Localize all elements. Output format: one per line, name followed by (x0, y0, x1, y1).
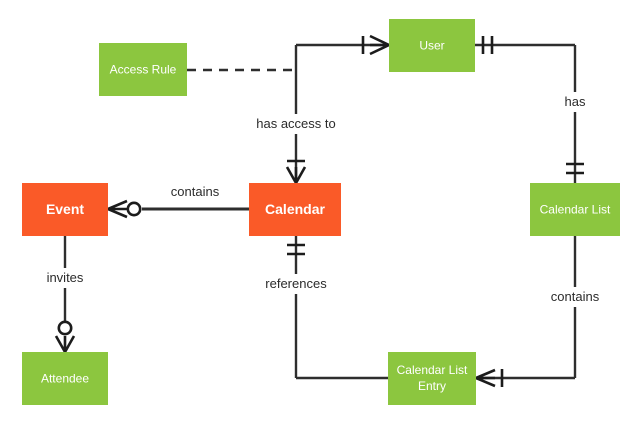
crowsfoot-attendee-top (54, 335, 76, 353)
label-bg-references (252, 274, 340, 294)
marker-calendar-bottom-exactly-one (287, 243, 305, 256)
entity-calendar[interactable]: Calendar (249, 183, 341, 236)
entity-event[interactable]: Event (22, 183, 108, 236)
marker-user-one-or-many (361, 34, 390, 56)
marker-calendar-top-one-or-many (285, 159, 307, 184)
entity-calendar-box[interactable] (249, 183, 341, 236)
entity-event-label: Event (46, 201, 84, 217)
entity-attendee-label: Attendee (41, 372, 89, 386)
connector-references (294, 236, 388, 380)
entity-calendar-list[interactable]: Calendar List (530, 183, 620, 236)
entity-event-box[interactable] (22, 183, 108, 236)
crowsfoot-cl-entry-right (475, 368, 496, 388)
entity-attendee-box[interactable] (22, 352, 108, 405)
entity-calendar-list-box[interactable] (530, 183, 620, 236)
marker-event-zero-or-many (107, 199, 142, 219)
label-bg-has (553, 92, 597, 112)
relationship-label-has: has (565, 94, 586, 109)
entity-access-rule[interactable]: Access Rule (99, 43, 187, 96)
entity-calendar-label: Calendar (265, 201, 325, 217)
marker-attendee-zero-or-many (54, 320, 76, 353)
entity-access-rule-box[interactable] (99, 43, 187, 96)
circle-attendee-zero (57, 320, 73, 336)
label-bg-contains-cle (539, 287, 611, 307)
label-bg-has-access-to (244, 114, 348, 134)
entity-calendar-list-entry-label-line1: Calendar List (397, 363, 468, 377)
crowsfoot-calendar-top (285, 166, 307, 184)
entity-user[interactable]: User (389, 19, 475, 72)
relationship-labels: has access to contains invites reference… (36, 92, 611, 307)
relationship-label-has-access-to: has access to (256, 116, 336, 131)
marker-cl-entry-many-to-one (475, 368, 504, 388)
label-bg-contains-cal (160, 182, 232, 202)
entity-user-label: User (419, 39, 444, 53)
entity-calendar-list-entry-label-line2: Entry (418, 379, 446, 393)
crowsfoot-event-right (107, 199, 128, 219)
entity-calendar-list-entry-box[interactable] (388, 352, 476, 405)
entity-calendar-list-label: Calendar List (540, 203, 611, 217)
entity-access-rule-label: Access Rule (110, 63, 177, 77)
entity-attendee[interactable]: Attendee (22, 352, 108, 405)
relationship-label-invites: invites (47, 270, 84, 285)
label-bg-invites (36, 268, 94, 288)
connector-has (475, 43, 577, 183)
crowsfoot-user-left (369, 34, 390, 56)
entity-user-box[interactable] (389, 19, 475, 72)
marker-calendar-list-exactly-one (566, 162, 584, 175)
circle-event-zero (126, 201, 142, 217)
entity-calendar-list-entry[interactable]: Calendar List Entry (388, 352, 476, 405)
relationship-label-contains-calendar: contains (171, 184, 220, 199)
marker-user-exactly-one (481, 36, 494, 54)
relationship-label-references: references (265, 276, 327, 291)
relationship-label-contains-entry: contains (551, 289, 600, 304)
